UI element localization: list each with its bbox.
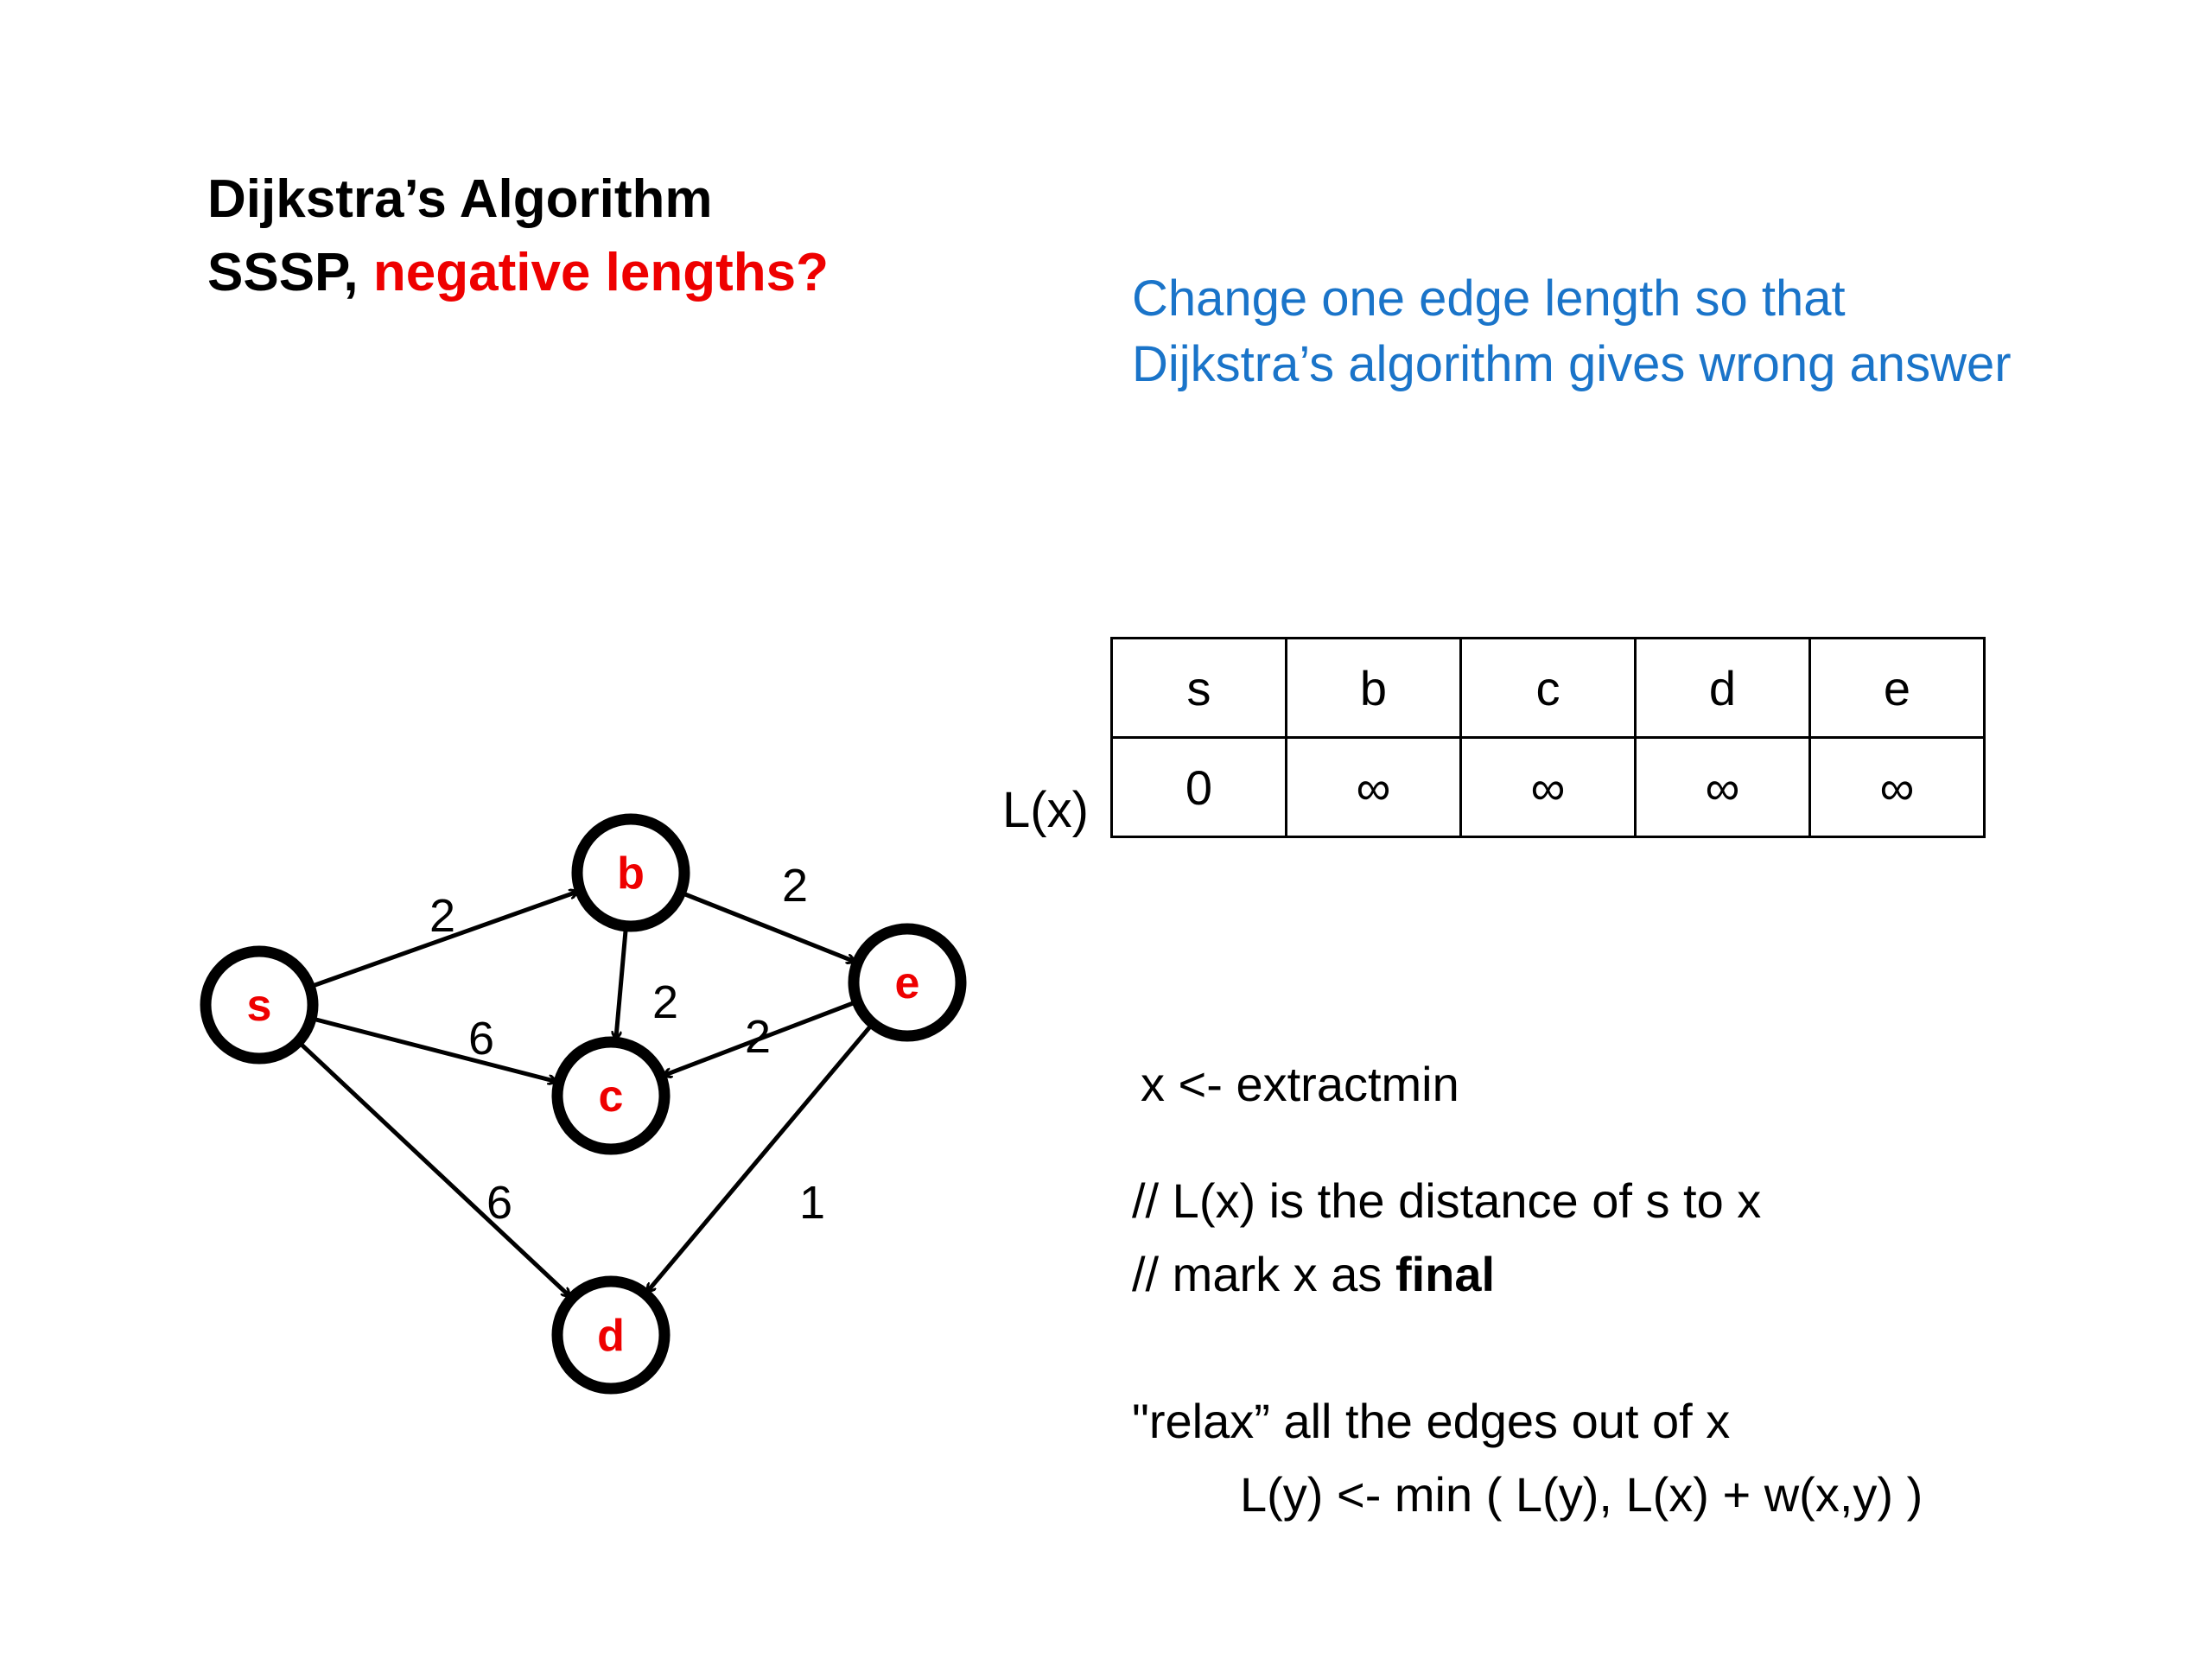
- table-value-cell: ∞: [1285, 736, 1462, 838]
- table-header-row: s b c d e: [1110, 637, 1986, 739]
- subtitle-highlight: negative lengths?: [372, 243, 829, 302]
- edge-weight-s-b: 2: [429, 890, 455, 942]
- code-line-comment-distance: // L(x) is the distance of s to x: [1132, 1173, 1762, 1228]
- edge-weight-e-c: 2: [745, 1011, 771, 1063]
- nodes-layer: s b c d e: [200, 813, 967, 1395]
- table-value-cell: ∞: [1808, 736, 1986, 838]
- slide-title: Dijkstra’s Algorithm: [207, 173, 713, 226]
- edge-weight-s-d: 6: [486, 1177, 512, 1229]
- prompt-line-2: Dijkstra’s algorithm gives wrong answer: [1132, 336, 2012, 392]
- node-label-e: e: [895, 958, 920, 1008]
- code-line-relax: "relax” all the edges out of x: [1132, 1394, 1731, 1448]
- table-header-cell: c: [1459, 637, 1637, 739]
- edge-weight-b-e: 2: [782, 860, 808, 912]
- table-value-cell: 0: [1110, 736, 1287, 838]
- node-s: s: [200, 945, 319, 1065]
- table-value-row: 0 ∞ ∞ ∞ ∞: [1110, 736, 1986, 838]
- node-c: c: [551, 1036, 671, 1155]
- code-line-comment-final: // mark x as final: [1132, 1250, 1495, 1299]
- table-value-cell: ∞: [1634, 736, 1811, 838]
- node-circle-b: [571, 813, 690, 932]
- node-circle-c: [551, 1036, 671, 1155]
- edge-s-b: [308, 892, 576, 989]
- edge-s-d: [296, 1039, 569, 1295]
- table-header-cell: d: [1634, 637, 1811, 739]
- node-circle-s: [200, 945, 319, 1065]
- table-header-cell: b: [1285, 637, 1462, 739]
- title-line-1: Dijkstra’s Algorithm: [207, 169, 713, 229]
- node-label-d: d: [597, 1311, 625, 1361]
- edges-layer: 2 6 6 2 2 2 1: [296, 860, 875, 1296]
- node-label-c: c: [599, 1071, 624, 1122]
- code-line-extractmin: x <- extractmin: [1141, 1057, 1459, 1111]
- node-circle-d: [551, 1275, 671, 1395]
- table-header-cell: e: [1808, 637, 1986, 739]
- edge-b-e: [679, 890, 855, 962]
- subtitle-prefix: SSSP,: [207, 243, 373, 302]
- node-e: e: [848, 923, 967, 1042]
- prompt-line-1: Change one edge length so that: [1132, 270, 1846, 327]
- node-b: b: [571, 813, 690, 932]
- table-value-cell: ∞: [1459, 736, 1637, 838]
- edge-b-c: [616, 925, 628, 1039]
- edge-s-c: [310, 1016, 556, 1081]
- node-d: d: [551, 1275, 671, 1395]
- node-circle-e: [848, 923, 967, 1042]
- code-line-3-bold: final: [1395, 1247, 1496, 1301]
- node-label-s: s: [247, 981, 272, 1031]
- edge-e-c: [664, 999, 858, 1075]
- distance-table: s b c d e 0 ∞ ∞ ∞ ∞: [1110, 637, 1986, 838]
- edge-weight-e-d: 1: [799, 1177, 825, 1229]
- code-line-update: L(y) <- min ( L(y), L(x) + w(x,y) ): [1240, 1467, 1923, 1522]
- table-header-cell: s: [1110, 637, 1287, 739]
- slide-subtitle: SSSP, negative lengths?: [207, 246, 829, 300]
- edge-weight-b-c: 2: [652, 976, 678, 1028]
- node-label-b: b: [617, 849, 645, 899]
- edge-weight-s-c: 6: [468, 1013, 494, 1065]
- table-row-label: L(x): [1002, 782, 1089, 838]
- edge-e-d: [647, 1021, 875, 1291]
- code-line-3-prefix: // mark x as: [1132, 1247, 1395, 1301]
